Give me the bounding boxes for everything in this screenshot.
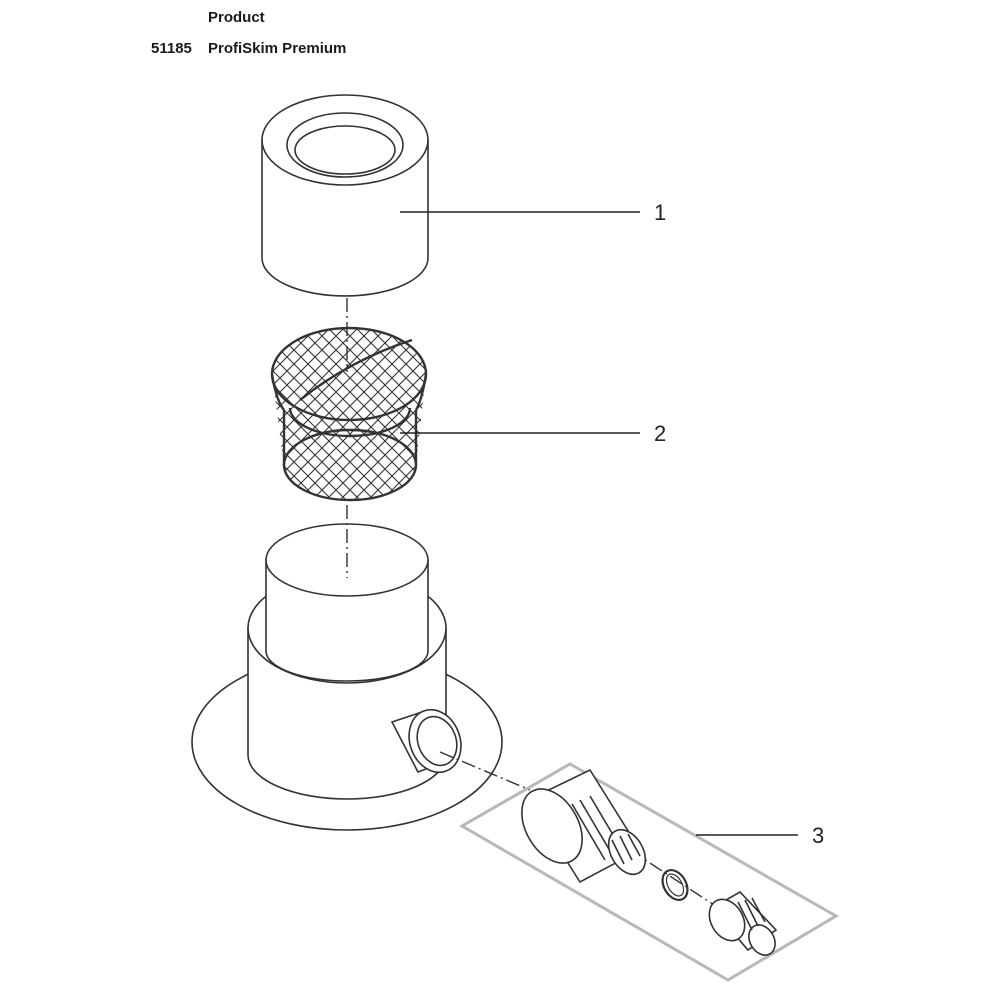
callout-1: 1	[654, 200, 666, 225]
header-item-name: ProfiSkim Premium	[208, 40, 347, 57]
part-2-mesh-basket	[270, 326, 428, 502]
connector-group-box	[458, 762, 839, 982]
inlet-stub-end	[408, 708, 462, 774]
basket-sides	[282, 410, 418, 465]
nipple-threads	[737, 897, 766, 931]
part-1-filter-sponge	[261, 94, 429, 297]
callout-2: 2	[654, 421, 666, 446]
header-product-label: Product	[208, 9, 265, 26]
connector-threads	[611, 833, 641, 865]
basket-band	[270, 373, 428, 411]
basket-divider	[299, 338, 413, 401]
callout-3: 3	[812, 823, 824, 848]
basket-bottom-rim	[282, 428, 418, 502]
inlet-opening	[416, 715, 458, 767]
basket-front-band	[288, 407, 412, 438]
skimmer-base	[191, 523, 503, 831]
connector-nozzle	[607, 828, 647, 876]
axis-line-inlet	[439, 751, 531, 791]
part-3-connector-set	[458, 762, 839, 982]
sponge-inner-step	[294, 125, 396, 175]
sponge-inner-rim	[286, 112, 404, 178]
header-item-number: 51185	[151, 40, 192, 57]
basket-mesh	[272, 328, 426, 500]
o-ring	[661, 868, 689, 902]
